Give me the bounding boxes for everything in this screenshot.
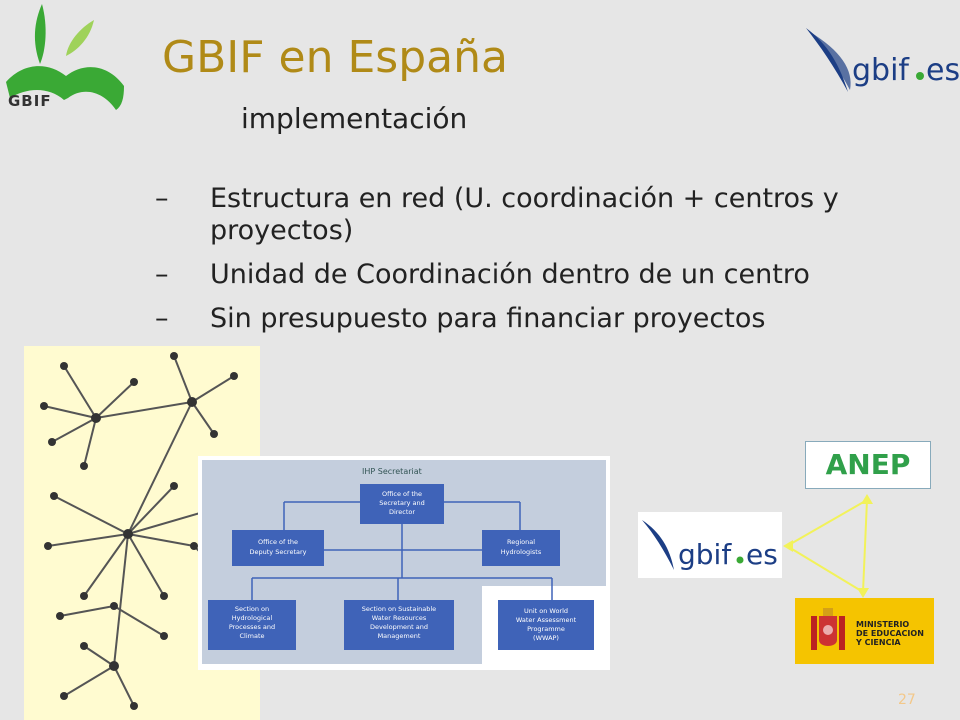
- svg-text:Climate: Climate: [239, 632, 264, 640]
- gbif-es-suffix: es: [926, 53, 960, 88]
- svg-text:Programme: Programme: [527, 625, 565, 633]
- slide-subtitle: implementación: [241, 102, 468, 135]
- gbif-es-wordmark: gbif: [852, 53, 910, 88]
- svg-text:Water Resources: Water Resources: [372, 614, 427, 622]
- svg-text:Hydrologists: Hydrologists: [501, 548, 542, 556]
- svg-text:Secretary and: Secretary and: [379, 499, 425, 507]
- svg-text:es: es: [746, 538, 778, 571]
- bullet-item: –Unidad de Coordinación dentro de un cen…: [155, 259, 810, 290]
- svg-text:Director: Director: [389, 508, 415, 516]
- anep-logo: ANEP: [805, 441, 931, 489]
- coat-of-arms-icon: [811, 608, 845, 650]
- gbif-logo-wordmark: GBIF: [8, 92, 52, 110]
- orgchart-box: [482, 530, 560, 566]
- orgchart-box: [208, 600, 296, 650]
- gbif-es-logo-small: gbif es: [638, 512, 782, 578]
- gbif-es-logo: gbif es: [806, 28, 960, 92]
- svg-text:gbif: gbif: [678, 538, 732, 571]
- svg-text:Hydrological: Hydrological: [232, 614, 273, 622]
- gbif-logo-base: [6, 66, 124, 110]
- triangle-connector: [783, 494, 873, 598]
- svg-text:Deputy Secretary: Deputy Secretary: [250, 548, 307, 556]
- slide-title: GBIF en España: [162, 32, 508, 83]
- orgchart-header: IHP Secretariat: [362, 467, 422, 476]
- orgchart-box: [344, 600, 454, 650]
- orgchart-box: [360, 484, 444, 524]
- ministerio-logo: [795, 598, 934, 664]
- bullet-item: –Estructura en red (U. coordinación + ce…: [155, 183, 839, 246]
- orgchart-box: [498, 600, 594, 650]
- svg-text:Section on: Section on: [235, 605, 269, 613]
- gbif-logo: [6, 4, 124, 110]
- svg-text:Unit on World: Unit on World: [524, 607, 568, 615]
- svg-text:Office of the: Office of the: [258, 538, 298, 546]
- orgchart-box: [232, 530, 324, 566]
- svg-text:Water Assessment: Water Assessment: [516, 616, 577, 624]
- bullet-list: –Estructura en red (U. coordinación + ce…: [155, 183, 945, 347]
- page-number: 27: [898, 692, 916, 708]
- ministerio-text: MINISTERIO DE EDUCACION Y CIENCIA: [856, 620, 924, 647]
- svg-text:Development and: Development and: [370, 623, 428, 631]
- svg-text:Regional: Regional: [507, 538, 535, 546]
- svg-text:(WWAP): (WWAP): [533, 634, 559, 642]
- gbif-logo-leaf-left: [34, 4, 46, 64]
- svg-text:Section on Sustainable: Section on Sustainable: [362, 605, 436, 613]
- svg-text:Processes and: Processes and: [229, 623, 275, 631]
- gbif-es-swoosh-icon: [642, 520, 674, 570]
- svg-text:Office of the: Office of the: [382, 490, 422, 498]
- gbif-logo-leaf-right: [66, 20, 94, 56]
- svg-text:Management: Management: [378, 632, 421, 640]
- ihp-orgchart-image: IHP Secretariat Office of the Secretary …: [198, 456, 610, 670]
- bullet-item: –Sin presupuesto para financiar proyecto…: [155, 303, 766, 334]
